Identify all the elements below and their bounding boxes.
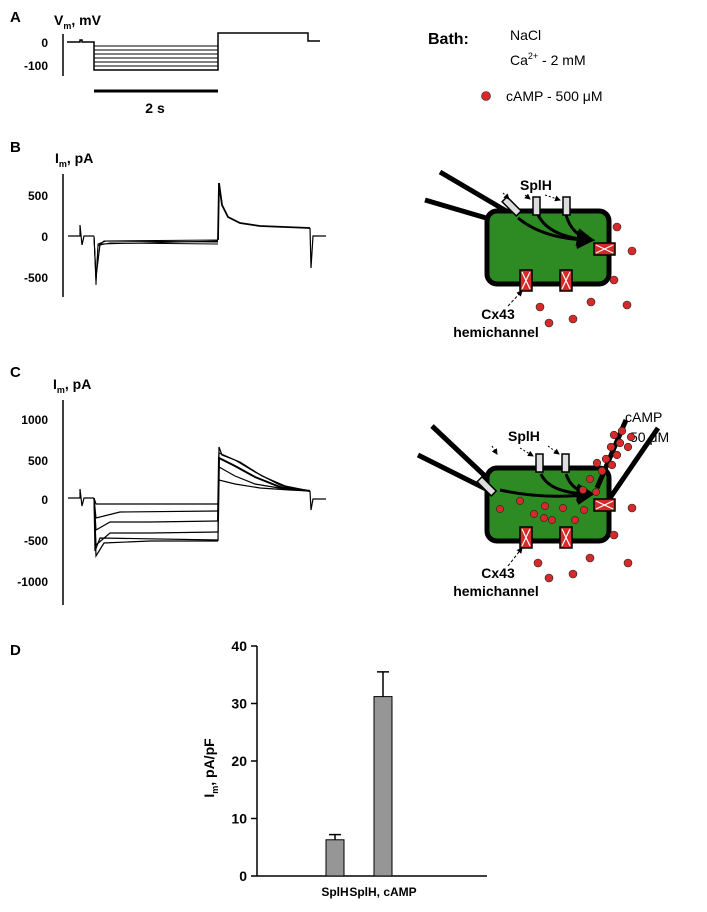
splh-pointer-arrows-c <box>491 445 560 457</box>
camp-dots-extracellular-c <box>533 503 637 583</box>
bath-calcium: Ca2+ - 2 mM <box>510 51 586 68</box>
splh-channels-c <box>476 453 570 497</box>
panel-letter-a: A <box>10 9 21 26</box>
panel-letter-b: B <box>10 139 21 156</box>
panel-letter-c: C <box>10 364 21 381</box>
cx43-hemichannels-b <box>519 242 616 292</box>
flux-arrows-b <box>517 214 595 249</box>
im-c-tick-1000: 1000 <box>21 413 48 427</box>
time-scalebar-label: 2 s <box>145 100 165 116</box>
current-traces-b <box>68 182 326 286</box>
im-c-tick-minus1000: -1000 <box>17 575 48 589</box>
bar-y-axis-label: Im, pA/pF <box>201 738 220 798</box>
vm-axis-label: Vm, mV <box>54 12 102 31</box>
im-axis-label-b: Im, pA <box>55 150 93 169</box>
cx43-pointer-c <box>507 547 523 567</box>
cx43-pointer-b <box>507 290 523 307</box>
camp-puff-label-2: 50 μM <box>630 429 669 445</box>
cx43-label-c-1: Cx43 <box>481 565 515 581</box>
bath-nacl: NaCl <box>510 27 541 43</box>
current-traces-c <box>68 446 326 559</box>
y-tick-label: 20 <box>231 753 247 769</box>
vm-tick-0: 0 <box>41 36 48 50</box>
voltage-protocol <box>67 32 320 71</box>
panel-c: C Im, pA 1000 500 0 -500 -1000 <box>10 364 326 605</box>
bath-legend: Bath: NaCl Ca2+ - 2 mM cAMP - 500 μM <box>428 27 603 104</box>
im-c-tick-minus500: -500 <box>24 534 48 548</box>
bar <box>373 696 393 877</box>
splh-label-c: SplH <box>508 428 540 444</box>
camp-puff-label-1: cAMP <box>625 409 662 425</box>
cell-diagram-c: SplH Cx43 hemichannel cAMP 50 μM <box>416 409 669 599</box>
cx43-label-b-2: hemichannel <box>453 324 539 340</box>
im-c-tick-0: 0 <box>41 493 48 507</box>
bar <box>325 839 345 877</box>
camp-dots-puffer <box>592 426 636 476</box>
cx43-label-c-2: hemichannel <box>453 583 539 599</box>
cell-body-b <box>484 208 612 287</box>
panel-a: A Vm, mV 0 -100 2 s <box>10 9 320 116</box>
cx43-label-b-1: Cx43 <box>481 306 515 322</box>
splh-pointer-arrows-b <box>502 192 561 202</box>
im-b-tick-minus500: -500 <box>24 271 48 285</box>
x-category-label: SplH <box>321 885 348 899</box>
bath-title: Bath: <box>428 31 469 48</box>
y-tick-label: 40 <box>231 638 247 654</box>
y-tick-label: 10 <box>231 811 247 827</box>
splh-label-b: SplH <box>520 177 552 193</box>
pipette-c-2 <box>416 452 488 492</box>
pipette-b-1 <box>438 169 510 215</box>
im-axis-label-c: Im, pA <box>53 376 91 395</box>
y-tick-label: 0 <box>239 868 247 884</box>
cell-diagram-b: SplH Cx43 hemichannel <box>424 169 637 340</box>
pipette-b-2 <box>424 197 494 223</box>
camp-dot-legend <box>481 91 491 101</box>
camp-dots-intracellular <box>496 475 600 524</box>
puffer-pipette-2 <box>607 426 661 500</box>
im-b-tick-500: 500 <box>28 189 48 203</box>
panel-letter-d: D <box>10 642 21 659</box>
panel-b: B Im, pA 500 0 -500 <box>10 139 326 297</box>
y-tick-label: 30 <box>231 696 247 712</box>
flux-arrows-c <box>499 473 595 505</box>
vm-tick-minus100: -100 <box>24 59 48 73</box>
x-category-label: SplH, cAMP <box>349 885 416 899</box>
camp-dots-b <box>535 222 637 328</box>
bath-camp: cAMP - 500 μM <box>506 88 603 104</box>
cx43-hemichannels-c <box>519 498 616 549</box>
bar-y-ticks: 0 10 20 30 40 <box>231 638 257 884</box>
im-b-tick-0: 0 <box>41 230 48 244</box>
im-c-tick-500: 500 <box>28 454 48 468</box>
